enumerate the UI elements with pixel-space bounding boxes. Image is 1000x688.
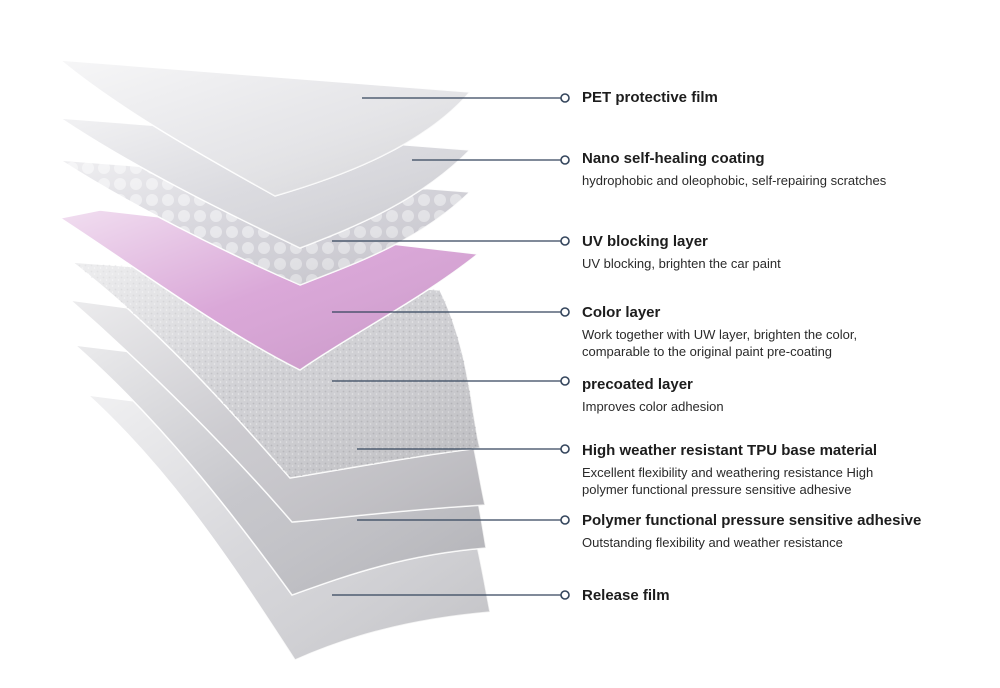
- layer-label-7: Polymer functional pressure sensitive ad…: [582, 511, 982, 551]
- leader-end-circle-5: [560, 376, 570, 386]
- layer-title: Release film: [582, 587, 670, 604]
- leader-lines-group: [332, 93, 570, 600]
- layer-label-8: Release film: [582, 586, 982, 605]
- leader-end-circle-3: [560, 236, 570, 246]
- layer-description: UV blocking, brighten the car paint: [582, 256, 781, 271]
- layer-description: Improves color adhesion: [582, 399, 724, 414]
- leader-end-circle-2: [560, 155, 570, 165]
- leader-end-circle-6: [560, 444, 570, 454]
- layer-title: Color layer: [582, 304, 661, 321]
- layer-description: hydrophobic and oleophobic, self-repairi…: [582, 173, 887, 188]
- layer-label-6: High weather resistant TPU base material…: [582, 441, 982, 498]
- layer-title: Nano self-healing coating: [582, 150, 765, 167]
- leader-end-circle-4: [560, 307, 570, 317]
- layer-title: High weather resistant TPU base material: [582, 442, 878, 459]
- layer-label-2: Nano self-healing coating hydrophobic and…: [582, 149, 982, 189]
- layer-sheet-1: [57, 59, 472, 197]
- layer-title: precoated layer: [582, 376, 693, 393]
- layer-title: UV blocking layer: [582, 233, 708, 250]
- layer-description: Work together with UW layer, brighten th…: [582, 327, 858, 359]
- leader-end-circle-1: [560, 93, 570, 103]
- leader-end-circle-7: [560, 515, 570, 525]
- layer-sheet-sheen: [60, 60, 470, 196]
- layer-description: Excellent flexibility and weathering res…: [582, 465, 874, 497]
- sheets-group: [57, 59, 491, 661]
- leader-end-circle-8: [560, 590, 570, 600]
- layer-description: Outstanding flexibility and weather resi…: [582, 535, 843, 550]
- layer-title: PET protective film: [582, 89, 718, 106]
- layer-label-1: PET protective film: [582, 88, 982, 107]
- layer-title: Polymer functional pressure sensitive ad…: [582, 512, 922, 529]
- layer-label-3: UV blocking layer UV blocking, brighten t…: [582, 232, 982, 272]
